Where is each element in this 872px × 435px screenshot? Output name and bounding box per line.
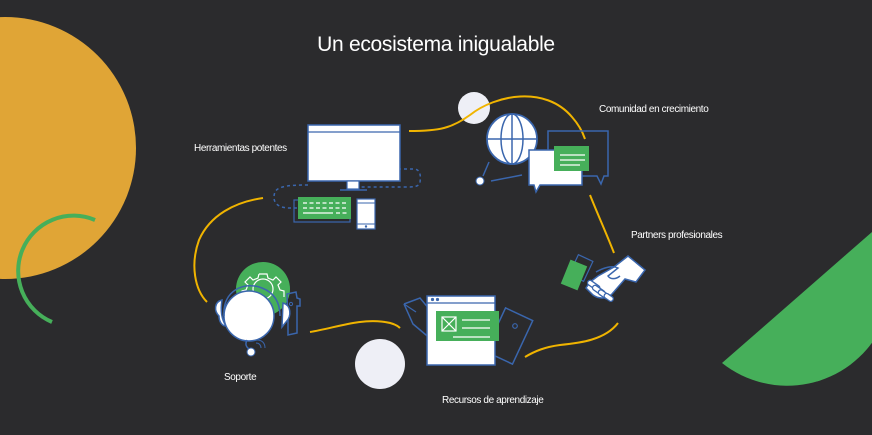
connector-community-to-partners — [589, 194, 615, 254]
yellow-circle-decoration — [0, 17, 136, 279]
label-soporte: Soporte — [224, 372, 257, 383]
desktop-keyboard-phone-icon — [273, 124, 422, 230]
green-half-circle-decoration — [722, 231, 872, 386]
browser-document-ruler-pencil-icon — [403, 295, 534, 366]
connector-tools-to-community — [408, 95, 586, 140]
label-herramientas: Herramientas potentes — [194, 143, 287, 154]
globe-chat-bubbles-icon — [475, 113, 609, 194]
label-comunidad: Comunidad en crecimiento — [599, 104, 709, 115]
light-circle-top — [458, 92, 490, 124]
label-partners: Partners profesionales — [631, 230, 723, 241]
connector-partners-to-resources — [524, 322, 619, 358]
green-arc-decoration — [16, 213, 96, 324]
label-recursos: Recursos de aprendizaje — [442, 395, 544, 406]
page-title: Un ecosistema inigualable — [317, 33, 555, 56]
light-circle-bottom — [355, 339, 405, 389]
connector-resources-to-support — [309, 320, 401, 333]
headset-gear-wrench-icon — [214, 262, 301, 357]
connector-support-to-tools — [193, 197, 264, 303]
handshake-icon — [560, 253, 647, 302]
